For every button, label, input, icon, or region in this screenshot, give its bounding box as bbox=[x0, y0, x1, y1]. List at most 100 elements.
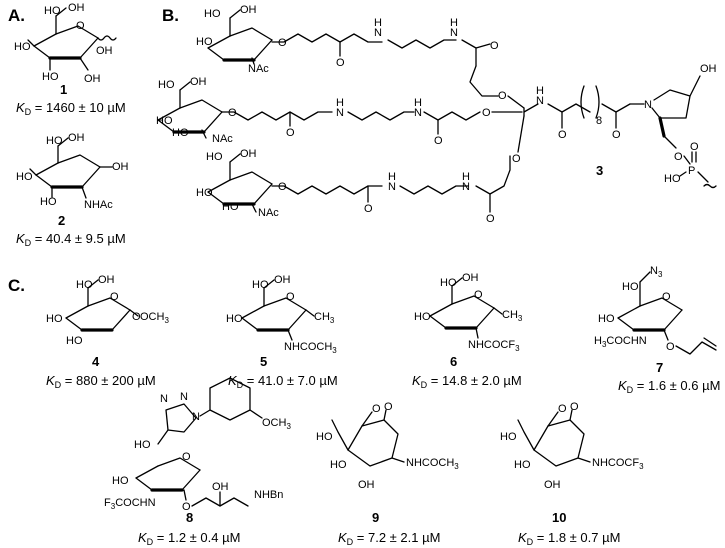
svg-text:N: N bbox=[160, 393, 168, 405]
compound-number-6: 6 bbox=[450, 354, 457, 369]
svg-text:CH3: CH3 bbox=[314, 311, 335, 325]
svg-text:OH: OH bbox=[462, 272, 479, 284]
svg-text:OH: OH bbox=[700, 63, 717, 75]
svg-text:HO: HO bbox=[46, 313, 63, 325]
svg-text:O: O bbox=[558, 129, 567, 141]
svg-text:O: O bbox=[364, 203, 373, 215]
compound-number-7: 7 bbox=[656, 360, 663, 375]
svg-text:O: O bbox=[182, 501, 191, 513]
structure-compound-8: N N N OCH3 HO O HO F3COCHN O OH NHBn bbox=[104, 377, 291, 513]
panel-label-a: A. bbox=[8, 6, 25, 25]
svg-text:O: O bbox=[662, 291, 671, 303]
svg-text:N: N bbox=[462, 181, 470, 193]
structure-compound-10: O O HO HO OH NHCOCF3 bbox=[500, 401, 644, 491]
svg-text:NHCOCH3: NHCOCH3 bbox=[406, 457, 459, 471]
svg-text:O: O bbox=[490, 40, 499, 52]
svg-text:OH: OH bbox=[96, 45, 113, 57]
svg-text:OH: OH bbox=[84, 73, 101, 85]
svg-text:NHCOCF3: NHCOCF3 bbox=[468, 339, 520, 353]
panel-label-b: B. bbox=[162, 6, 179, 25]
svg-text:HO: HO bbox=[42, 71, 59, 83]
structure-compound-1: OH HO O HO HO OH OH bbox=[14, 2, 117, 85]
kd-compound-7: KD = 1.6 ± 0.6 µM bbox=[618, 378, 720, 395]
svg-text:O: O bbox=[76, 20, 85, 32]
svg-text:N: N bbox=[336, 107, 344, 119]
svg-text:OH: OH bbox=[240, 148, 257, 160]
svg-text:F3COCHN: F3COCHN bbox=[104, 497, 156, 511]
compound-number-2: 2 bbox=[58, 213, 65, 228]
structure-compound-6: OH HO O HO CH3 NHCOCF3 bbox=[414, 272, 523, 353]
svg-text:HO: HO bbox=[16, 171, 33, 183]
svg-text:O: O bbox=[182, 451, 191, 463]
svg-text:HO: HO bbox=[500, 431, 517, 443]
svg-text:OH: OH bbox=[98, 274, 115, 286]
svg-text:OH: OH bbox=[68, 2, 85, 14]
compound-number-3: 3 bbox=[596, 163, 603, 178]
compound-number-9: 9 bbox=[372, 510, 379, 525]
kd-compound-6: KD = 14.8 ± 2.0 µM bbox=[412, 373, 522, 390]
svg-text:H: H bbox=[336, 97, 344, 109]
svg-text:O: O bbox=[278, 37, 287, 49]
compound-number-4: 4 bbox=[92, 354, 100, 369]
svg-text:NAc: NAc bbox=[258, 207, 279, 219]
svg-text:NHCOCH3: NHCOCH3 bbox=[284, 341, 337, 355]
svg-text:HO: HO bbox=[206, 151, 223, 163]
svg-text:NHAc: NHAc bbox=[84, 199, 113, 211]
kd-compound-2: KD = 40.4 ± 9.5 µM bbox=[16, 231, 126, 248]
svg-text:O: O bbox=[558, 403, 567, 415]
svg-text:O: O bbox=[570, 401, 579, 413]
kd-compound-8: KD = 1.2 ± 0.4 µM bbox=[138, 530, 240, 547]
svg-text:H: H bbox=[536, 85, 544, 97]
svg-text:CH3: CH3 bbox=[502, 309, 523, 323]
svg-text:OH: OH bbox=[358, 479, 375, 491]
structure-compound-7: N3 HO O HO H3COCHN O bbox=[594, 265, 717, 355]
svg-text:HO: HO bbox=[40, 196, 57, 208]
svg-text:OCH3: OCH3 bbox=[262, 417, 291, 431]
svg-text:HO: HO bbox=[222, 201, 239, 213]
svg-text:O: O bbox=[674, 151, 683, 163]
svg-text:H: H bbox=[462, 171, 470, 183]
svg-text:O: O bbox=[690, 141, 699, 153]
svg-text:O: O bbox=[228, 107, 237, 119]
svg-text:OH: OH bbox=[274, 274, 291, 286]
svg-text:N: N bbox=[450, 27, 458, 39]
svg-text:NAc: NAc bbox=[212, 133, 233, 145]
svg-text:HO: HO bbox=[158, 79, 175, 91]
svg-text:HO: HO bbox=[330, 459, 347, 471]
svg-text:OH: OH bbox=[544, 479, 561, 491]
svg-text:O: O bbox=[666, 341, 675, 353]
compound-number-5: 5 bbox=[260, 354, 267, 369]
svg-text:HO: HO bbox=[76, 279, 93, 291]
compound-number-1: 1 bbox=[60, 82, 67, 97]
svg-text:HO: HO bbox=[598, 313, 615, 325]
svg-text:O: O bbox=[474, 289, 483, 301]
svg-text:N3: N3 bbox=[650, 265, 663, 279]
svg-text:O: O bbox=[132, 311, 141, 323]
svg-text:P: P bbox=[688, 165, 695, 177]
svg-text:N: N bbox=[192, 411, 200, 423]
svg-text:H: H bbox=[414, 97, 422, 109]
kd-compound-1: KD = 1460 ± 10 µM bbox=[16, 100, 126, 117]
svg-text:O: O bbox=[278, 181, 287, 193]
svg-text:O: O bbox=[512, 153, 521, 165]
svg-text:HO: HO bbox=[156, 115, 173, 127]
svg-text:HO: HO bbox=[440, 277, 457, 289]
structure-compound-5: OH HO O HO CH3 NHCOCH3 bbox=[226, 274, 337, 355]
svg-text:O: O bbox=[482, 107, 491, 119]
svg-text:N: N bbox=[644, 99, 652, 111]
svg-text:HO: HO bbox=[226, 313, 243, 325]
svg-text:OH: OH bbox=[212, 481, 229, 493]
svg-text:HO: HO bbox=[46, 135, 63, 147]
svg-text:O: O bbox=[336, 57, 345, 69]
kd-compound-5: KD = 41.0 ± 7.0 µM bbox=[228, 373, 338, 390]
svg-text:H: H bbox=[450, 17, 458, 29]
compound-number-8: 8 bbox=[186, 510, 193, 525]
svg-text:HO: HO bbox=[196, 36, 213, 48]
svg-text:O: O bbox=[286, 291, 295, 303]
kd-compound-10: KD = 1.8 ± 0.7 µM bbox=[518, 530, 620, 547]
structure-compound-9: O O HO HO OH NHCOCH3 bbox=[316, 401, 459, 491]
svg-text:HO: HO bbox=[514, 459, 531, 471]
svg-text:OH: OH bbox=[240, 4, 257, 16]
svg-text:H: H bbox=[374, 17, 382, 29]
